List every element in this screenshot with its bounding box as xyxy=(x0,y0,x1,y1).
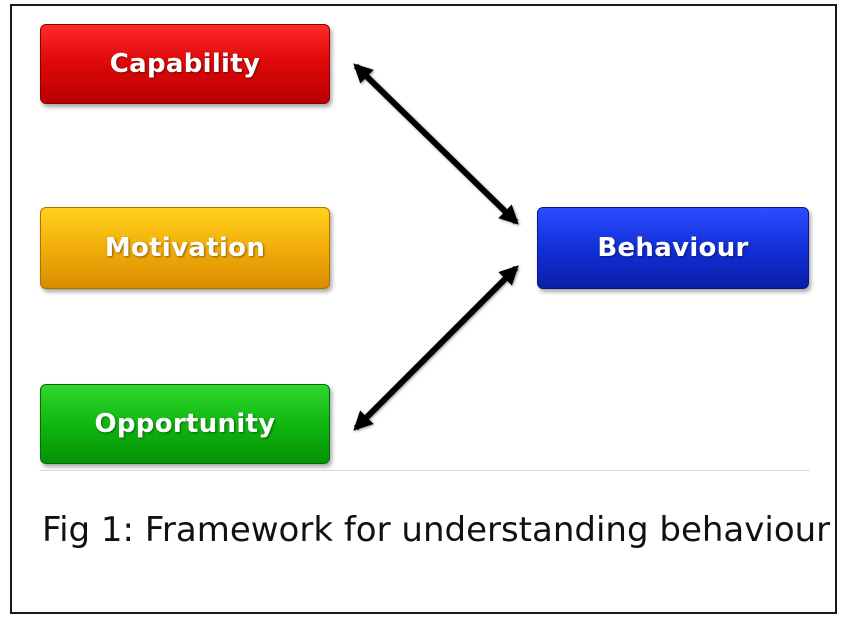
opportunity-box: Opportunity xyxy=(40,384,330,464)
behaviour-box: Behaviour xyxy=(537,207,809,289)
motivation-label: Motivation xyxy=(104,233,266,263)
figure-caption: Fig 1: Framework for understanding behav… xyxy=(42,510,831,550)
capability-box: Capability xyxy=(40,24,330,104)
behaviour-label: Behaviour xyxy=(597,233,749,263)
arrow-capability-behaviour xyxy=(353,63,519,225)
opportunity-label: Opportunity xyxy=(94,409,276,439)
arrow-opportunity-behaviour xyxy=(353,265,519,431)
caption-divider xyxy=(40,470,810,471)
motivation-box: Motivation xyxy=(40,207,330,289)
capability-label: Capability xyxy=(109,49,261,79)
